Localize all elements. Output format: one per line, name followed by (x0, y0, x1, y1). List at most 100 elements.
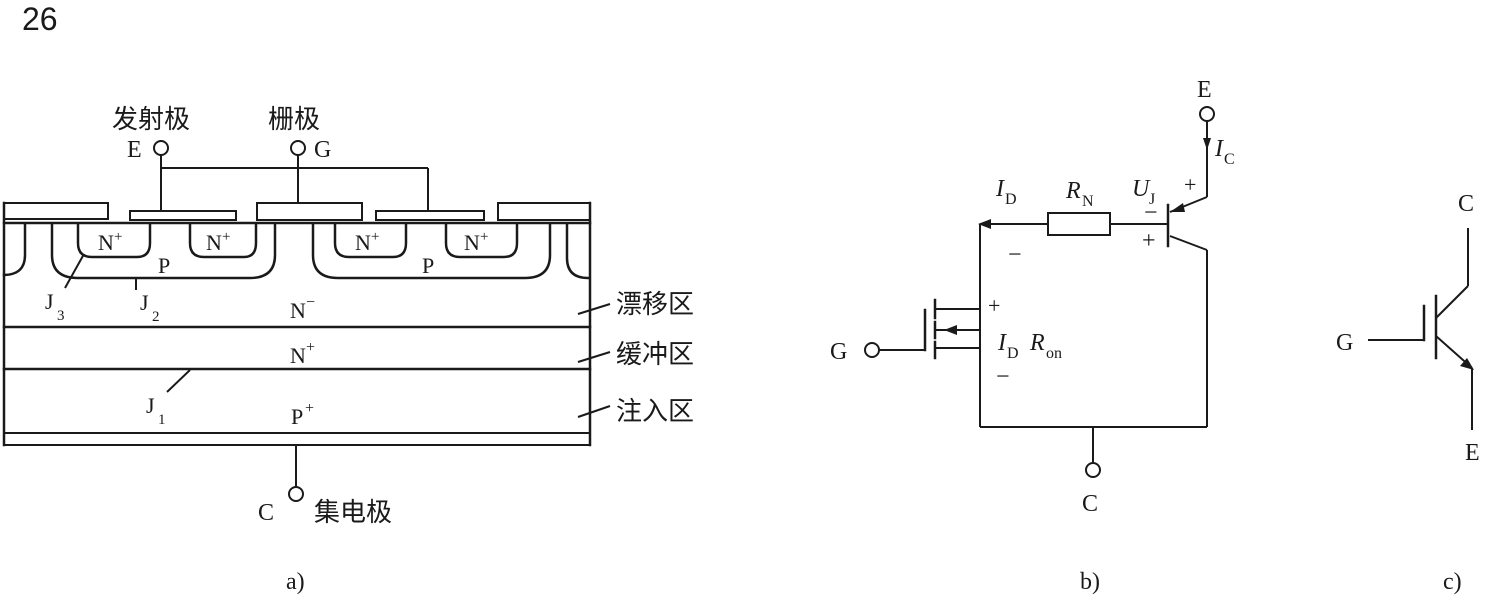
buffer-region-label: 缓冲区 (616, 340, 694, 369)
svg-text:R: R (1029, 330, 1045, 356)
page-number: 26 (22, 1, 58, 37)
svg-text:D: D (1005, 191, 1017, 208)
pplus-label: P+ (291, 400, 314, 429)
drift-region-label: 漂移区 (616, 290, 694, 319)
symbol-emitter-arrow (1460, 358, 1474, 370)
gate-label: 栅极 (268, 105, 320, 134)
emitter-contact-2 (375, 210, 485, 221)
svg-text:3: 3 (57, 308, 65, 324)
plus-near-e: + (1184, 172, 1196, 197)
svg-text:N: N (464, 230, 480, 255)
nplus-source-3 (333, 223, 408, 259)
nplus-source-4 (444, 223, 519, 259)
c-terminal (1085, 462, 1101, 478)
nplus-buffer-label: N+ (290, 339, 315, 368)
p-well-1 (50, 223, 277, 280)
igbt-structure-diagram: N+ N+ N+ N+ P P N− N+ P+ J3 J2 J1 漂移区 缓冲… (2, 105, 694, 595)
svg-text:+: + (480, 229, 488, 245)
svg-text:D: D (1007, 345, 1019, 362)
p-well-edge-left (2, 223, 27, 277)
svg-text:N: N (98, 230, 114, 255)
svg-text:N: N (290, 343, 306, 368)
collector-terminal (288, 486, 304, 502)
collector-label: 集电极 (314, 498, 392, 527)
svg-text:−: − (306, 294, 315, 311)
svg-text:N: N (355, 230, 371, 255)
ic-arrow (1203, 138, 1211, 150)
e-letter: E (127, 137, 142, 163)
nplus-label-1: N+ (98, 229, 122, 255)
emitter-terminal (153, 140, 169, 156)
svg-text:J: J (140, 290, 149, 315)
svg-text:+: + (306, 339, 315, 356)
svg-text:N: N (1082, 193, 1094, 210)
c-label: C (1082, 491, 1098, 517)
g-label: G (830, 339, 847, 365)
svg-text:+: + (222, 229, 230, 245)
nminus-label: N− (290, 294, 315, 323)
e-terminal (1199, 106, 1215, 122)
minus-near-rn: − (1008, 242, 1022, 268)
id-arrow (978, 219, 991, 229)
p-well-2 (311, 223, 552, 280)
mos-body-arrow (944, 325, 957, 335)
emitter-metal-left (3, 202, 109, 220)
caption-c: c) (1443, 569, 1462, 595)
drift-leader (577, 303, 611, 315)
igbt-symbol: C G E c) (1336, 191, 1480, 595)
gate-terminal (290, 140, 306, 156)
c-letter: C (258, 500, 274, 526)
gate-electrode (256, 202, 363, 221)
nplus-label-3: N+ (355, 229, 379, 255)
svg-text:N: N (290, 298, 306, 323)
nplus-label-4: N+ (464, 229, 488, 255)
injection-leader (577, 405, 611, 418)
svg-text:J: J (45, 289, 54, 314)
svg-text:2: 2 (152, 309, 160, 325)
minus-near-mos: − (996, 364, 1010, 390)
svg-text:on: on (1046, 345, 1062, 362)
e-label: E (1197, 77, 1212, 103)
g-terminal (864, 342, 880, 358)
j2-label: J2 (140, 290, 160, 325)
pnp-collector-leg (1169, 235, 1208, 251)
symbol-g-label: G (1336, 330, 1353, 356)
svg-text:N: N (206, 230, 222, 255)
symbol-e-label: E (1465, 440, 1480, 466)
svg-text:J: J (146, 393, 155, 418)
p-label-2: P (422, 253, 434, 278)
nplus-source-1 (76, 223, 152, 259)
g-letter: G (314, 137, 331, 163)
svg-text:I: I (1214, 136, 1224, 162)
plus-near-mos: + (988, 293, 1000, 318)
j1-label: J1 (146, 393, 166, 428)
minus-near-base: − (1144, 200, 1158, 226)
svg-text:1: 1 (158, 412, 166, 428)
resistor-rn (1047, 212, 1111, 236)
symbol-collector-leg (1435, 285, 1469, 319)
svg-text:+: + (305, 400, 314, 417)
svg-text:J: J (1149, 191, 1155, 208)
svg-text:R: R (1065, 178, 1081, 204)
emitter-label: 发射极 (112, 105, 190, 134)
emitter-metal-right (497, 202, 591, 221)
caption-b: b) (1080, 569, 1100, 595)
collector-metal (3, 432, 591, 446)
svg-text:+: + (114, 229, 122, 245)
svg-text:C: C (1224, 151, 1235, 168)
j3-leader (64, 253, 85, 289)
svg-text:I: I (997, 330, 1007, 356)
svg-text:I: I (995, 176, 1005, 202)
j1-leader (166, 369, 191, 393)
caption-a: a) (286, 569, 305, 595)
emitter-contact-1 (129, 210, 237, 221)
injection-region-label: 注入区 (616, 397, 694, 426)
nplus-source-2 (188, 223, 258, 259)
symbol-c-label: C (1458, 191, 1474, 217)
